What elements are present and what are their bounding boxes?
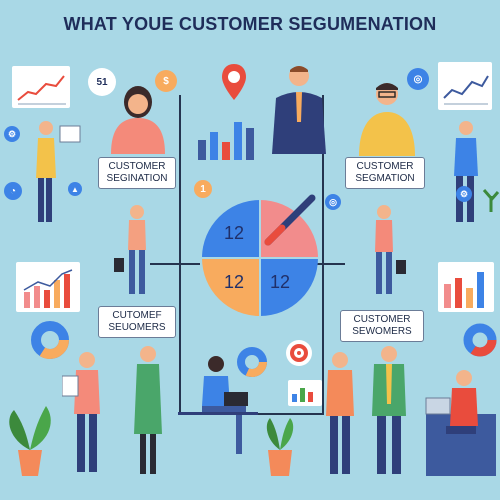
person-woman-bag-left	[112, 200, 162, 300]
person-man-suit	[268, 62, 330, 154]
gear-icon: ⚙	[4, 126, 20, 142]
person-man-hoodie	[355, 76, 419, 156]
person-woman-top-center	[105, 84, 171, 154]
line-chart-card-top-right	[438, 62, 492, 110]
connector-right-mid	[305, 263, 345, 265]
pie-value-bottom-right: 12	[270, 272, 291, 292]
plant-pot-center	[258, 400, 302, 480]
connector-vertical-right	[322, 95, 324, 415]
segment-label-top-right: CUSTOMER SEGMATION	[345, 157, 425, 189]
number-chip: 51	[88, 68, 116, 96]
bar-chart-icon	[196, 112, 256, 162]
segment-pie-chart	[202, 200, 318, 316]
person-man-reading	[62, 350, 112, 480]
line-chart-card-top-left	[12, 66, 70, 108]
bench-bar	[178, 412, 258, 415]
number-chip-one: 1	[194, 180, 212, 198]
person-man-armchair	[416, 364, 500, 480]
target-icon: ◎	[325, 194, 341, 210]
chart-board-icon	[288, 380, 322, 406]
page-title: WHAT YOUE CUSTOMER SEGUMENATION	[63, 14, 437, 34]
donut-chart-icon-left	[30, 320, 70, 360]
person-woman-green	[128, 344, 168, 478]
pie-value-bottom-left: 12	[224, 272, 245, 292]
pie-value-top-left: 12	[224, 223, 245, 243]
segment-label-bottom-left: CUTOMEF SEUOMERS	[98, 306, 176, 338]
location-pin-icon	[220, 62, 248, 102]
plant-pot-left	[0, 380, 60, 480]
person-man-green-jacket	[364, 344, 414, 478]
line-chart-icon	[17, 75, 66, 105]
donut-chart-icon-right	[462, 322, 498, 358]
chart-chip-icon-small: ▲	[68, 182, 82, 196]
donut-chart-icon-center	[236, 346, 268, 378]
target-chip: ◎	[407, 68, 429, 90]
connector-vertical-left	[179, 95, 181, 415]
segment-label-top-left: CUSTOMER SEGINATION	[98, 157, 176, 189]
gear-icon-right: ⚙	[456, 186, 472, 202]
connector-left-mid	[150, 263, 200, 265]
target-icon-bottom	[284, 338, 314, 368]
bar-chart-card-right	[438, 262, 494, 312]
person-woman-bag-right	[362, 200, 412, 300]
person-woman-presenting	[28, 118, 84, 230]
segment-label-bottom-right: CUSTOMER SEWOMERS	[340, 310, 424, 342]
chart-chip-icon: ◔	[4, 182, 22, 200]
pen-icon	[262, 192, 318, 248]
bar-chart-card-left	[16, 262, 80, 312]
person-woman-laptop	[196, 354, 260, 458]
person-man-orange	[320, 350, 360, 478]
currency-chip: $	[155, 70, 177, 92]
plant-icon	[482, 186, 500, 212]
